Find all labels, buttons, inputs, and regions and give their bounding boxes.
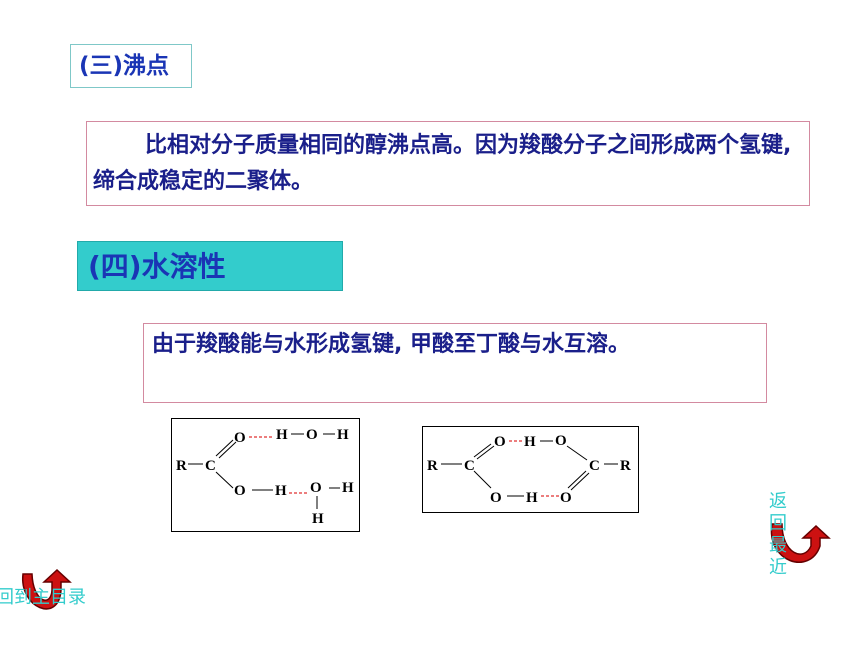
back-recent-label[interactable]: 返回最近 <box>769 491 787 578</box>
atom-label: R <box>176 458 187 474</box>
section-title-water-solubility: (四)水溶性 <box>77 241 343 291</box>
atom-label: O <box>234 483 246 499</box>
boiling-point-paragraph: 比相对分子质量相同的醇沸点高。因为羧酸分子之间形成两个氢键, 缔合成稳定的二聚体… <box>86 121 810 206</box>
acid-dimer-hbond-diagram: R C O H O O H O C R <box>422 426 639 513</box>
atom-label: O <box>494 434 506 450</box>
atom-label: H <box>342 480 354 496</box>
atom-label: O <box>234 430 246 446</box>
atom-label: C <box>464 458 475 474</box>
atom-label: O <box>490 490 502 506</box>
atom-label: H <box>526 490 538 506</box>
diagram-frame <box>422 426 639 513</box>
diagram-frame <box>171 418 360 532</box>
atom-label: R <box>427 458 438 474</box>
atom-label: O <box>560 490 572 506</box>
atom-label: O <box>310 480 322 496</box>
atom-label: H <box>275 483 287 499</box>
atom-label: H <box>276 427 288 443</box>
atom-label: R <box>620 458 631 474</box>
back-to-menu-label[interactable]: 回到主目录 <box>0 587 86 608</box>
water-solubility-paragraph: 由于羧酸能与水形成氢键, 甲酸至丁酸与水互溶。 <box>143 323 767 403</box>
atom-label: C <box>205 458 216 474</box>
atom-label: O <box>306 427 318 443</box>
atom-label: H <box>337 427 349 443</box>
u-turn-arrow-icon[interactable] <box>762 518 838 574</box>
atom-label: C <box>589 458 600 474</box>
section-title-boiling-point: (三)沸点 <box>70 44 192 88</box>
acid-water-hbond-diagram: R C O H O H O H O H H <box>171 418 360 532</box>
atom-label: H <box>524 434 536 450</box>
atom-label: H <box>312 511 324 527</box>
u-turn-arrow-icon[interactable] <box>15 568 85 620</box>
atom-label: O <box>555 433 567 449</box>
